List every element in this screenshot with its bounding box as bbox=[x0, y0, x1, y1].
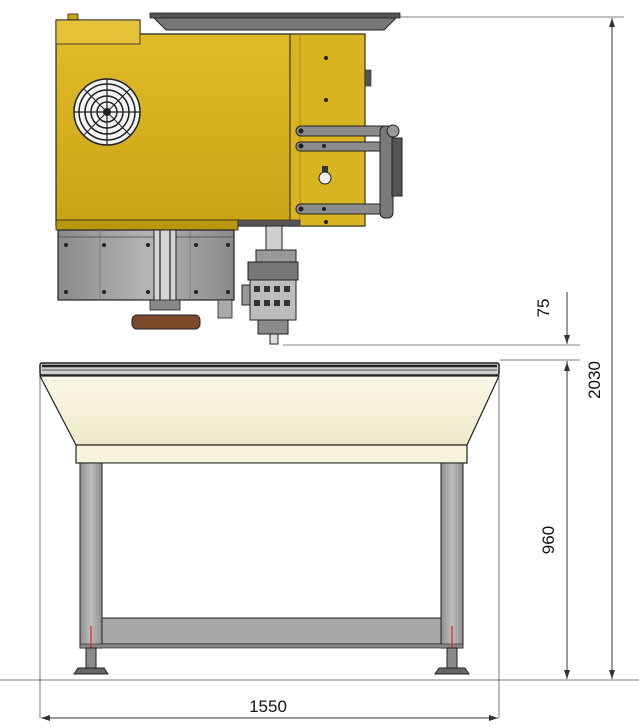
wood-block bbox=[131, 314, 201, 330]
dim-label-table-height: 960 bbox=[539, 526, 558, 554]
table bbox=[39, 362, 500, 675]
tabletop bbox=[39, 375, 500, 446]
dim-label-clearance: 75 bbox=[534, 299, 553, 318]
spindle-head bbox=[241, 225, 299, 345]
leveling-feet bbox=[73, 647, 470, 675]
lower-panel bbox=[57, 229, 235, 330]
body-button bbox=[318, 171, 332, 185]
handle-bar-icon bbox=[295, 124, 403, 219]
dim-label-total-height: 2030 bbox=[585, 361, 604, 399]
dimension-arrows bbox=[41, 18, 615, 721]
fan-grille-icon bbox=[73, 78, 141, 146]
table-frame bbox=[79, 462, 464, 649]
extension-lines bbox=[0, 16, 639, 718]
machine-head bbox=[55, 12, 401, 231]
dim-label-width: 1550 bbox=[249, 697, 287, 716]
